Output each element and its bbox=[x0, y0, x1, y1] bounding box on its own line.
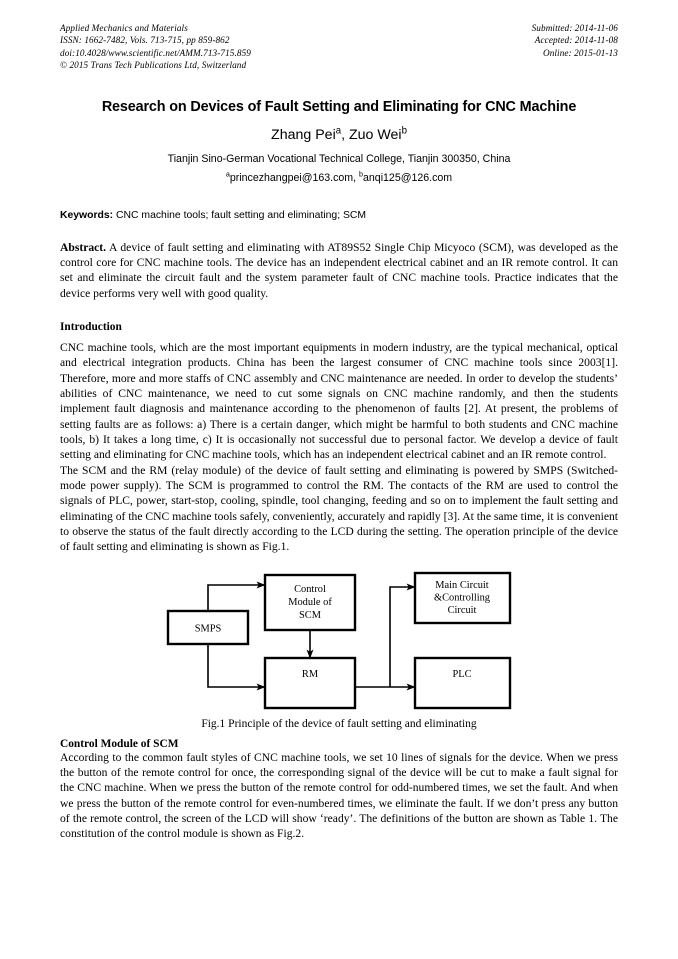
keywords-line: Keywords: CNC machine tools; fault setti… bbox=[60, 210, 618, 221]
diagram-box-scm-label-line3: SCM bbox=[299, 610, 321, 621]
email-one-marker: a bbox=[225, 169, 230, 179]
introduction-paragraph-2: The SCM and the RM (relay module) of the… bbox=[60, 463, 618, 554]
journal-name: Applied Mechanics and Materials bbox=[60, 23, 188, 33]
abstract-label: Abstract. bbox=[60, 240, 107, 254]
diagram-box-main-circuit-label-line3: Circuit bbox=[448, 605, 477, 616]
author-two-affiliation-marker: b bbox=[401, 124, 407, 136]
journal-header-left: Applied Mechanics and Materials ISSN: 16… bbox=[60, 22, 251, 72]
abstract-paragraph: Abstract. A device of fault setting and … bbox=[60, 240, 618, 301]
diagram-box-rm bbox=[263, 656, 357, 709]
control-module-paragraph: According to the common fault styles of … bbox=[60, 750, 618, 841]
email-two: anqi125@126.com bbox=[363, 171, 453, 184]
author-list: Zhang Peia, Zuo Weib bbox=[60, 124, 618, 143]
abstract-text: A device of fault setting and eliminatin… bbox=[60, 240, 618, 300]
diagram-box-scm-label-line1: Control bbox=[294, 584, 326, 595]
diagram-box-smps-label: SMPS bbox=[195, 623, 222, 634]
journal-issn: ISSN: 1662-7482, Vols. 713-715, pp 859-8… bbox=[60, 35, 230, 46]
connector-junction-to-main-circuit bbox=[389, 583, 416, 687]
author-one-name: Zhang Pei bbox=[271, 126, 336, 143]
accepted-date: Accepted: 2014-11-08 bbox=[534, 35, 618, 46]
journal-header: Applied Mechanics and Materials ISSN: 16… bbox=[60, 22, 618, 72]
diagram-box-scm-label-line2: Module of bbox=[288, 597, 332, 608]
diagram-box-control-module-scm bbox=[263, 573, 357, 631]
page-title: Research on Devices of Fault Setting and… bbox=[101, 98, 577, 115]
figure-1-caption: Fig.1 Principle of the device of fault s… bbox=[201, 717, 477, 730]
diagram-box-rm-label: RM bbox=[302, 669, 318, 680]
journal-copyright: © 2015 Trans Tech Publications Ltd, Swit… bbox=[60, 60, 247, 71]
journal-doi: doi:10.4028/www.scientific.net/AMM.713-7… bbox=[60, 47, 251, 58]
author-two-name: Zuo Wei bbox=[349, 126, 402, 143]
connector-smps-to-rm bbox=[207, 643, 266, 691]
connector-smps-to-scm bbox=[207, 581, 266, 611]
figure-1-diagram: SMPS Control Module of SCM RM Main Circu… bbox=[166, 571, 512, 709]
author-emails: aprincezhangpei@163.com, banqi125@126.co… bbox=[60, 169, 618, 184]
journal-header-right: Submitted: 2014-11-06 Accepted: 2014-11-… bbox=[532, 22, 618, 59]
control-module-heading: Control Module of SCM bbox=[60, 737, 179, 750]
author-separator: , bbox=[341, 126, 349, 143]
author-one-affiliation-marker: a bbox=[335, 124, 342, 136]
diagram-box-smps bbox=[166, 609, 250, 645]
introduction-paragraph-1: CNC machine tools, which are the most im… bbox=[60, 340, 618, 462]
figure-1: SMPS Control Module of SCM RM Main Circu… bbox=[60, 565, 618, 717]
online-date: Online: 2015-01-13 bbox=[542, 47, 618, 58]
page-content: Applied Mechanics and Materials ISSN: 16… bbox=[60, 22, 618, 842]
submitted-date: Submitted: 2014-11-06 bbox=[531, 23, 618, 33]
diagram-box-main-circuit bbox=[413, 571, 512, 624]
diagram-box-main-circuit-label-line2: &Controlling bbox=[434, 592, 490, 603]
email-two-marker: b bbox=[359, 169, 364, 179]
keywords-label: Keywords: bbox=[60, 209, 114, 221]
keywords-text: CNC machine tools; fault setting and eli… bbox=[113, 209, 367, 221]
diagram-box-main-circuit-label-line1: Main Circuit bbox=[435, 580, 489, 591]
affiliation: Tianjin Sino-German Vocational Technical… bbox=[167, 152, 511, 165]
introduction-heading: Introduction bbox=[60, 320, 122, 333]
diagram-box-plc bbox=[413, 656, 512, 709]
diagram-box-plc-label: PLC bbox=[452, 669, 471, 680]
email-one: princezhangpei@163.com, bbox=[229, 171, 360, 184]
